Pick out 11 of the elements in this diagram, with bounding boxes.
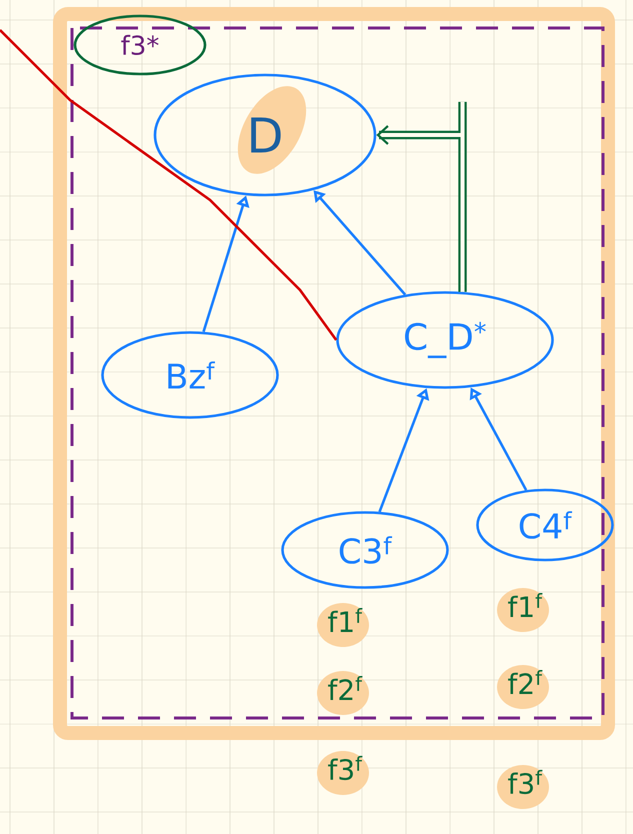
ellipse-node: C4$^{f}$ <box>476 488 614 562</box>
formula-label: f3$^{f}$ <box>508 770 542 794</box>
ellipse-node: D <box>154 74 376 196</box>
ellipse-node: C_D$^{*}$ <box>336 291 554 389</box>
ellipse-node: C3$^{f}$ <box>281 511 449 589</box>
ellipse-node: Bz$^{f}$ <box>101 331 279 419</box>
formula-label: f2$^{f}$ <box>328 676 362 700</box>
ellipse-node: f3* <box>74 14 206 76</box>
formula-label: f1$^{f}$ <box>508 593 542 617</box>
formula-label: f2$^{f}$ <box>508 670 542 694</box>
formula-label: f3$^{f}$ <box>328 756 362 780</box>
